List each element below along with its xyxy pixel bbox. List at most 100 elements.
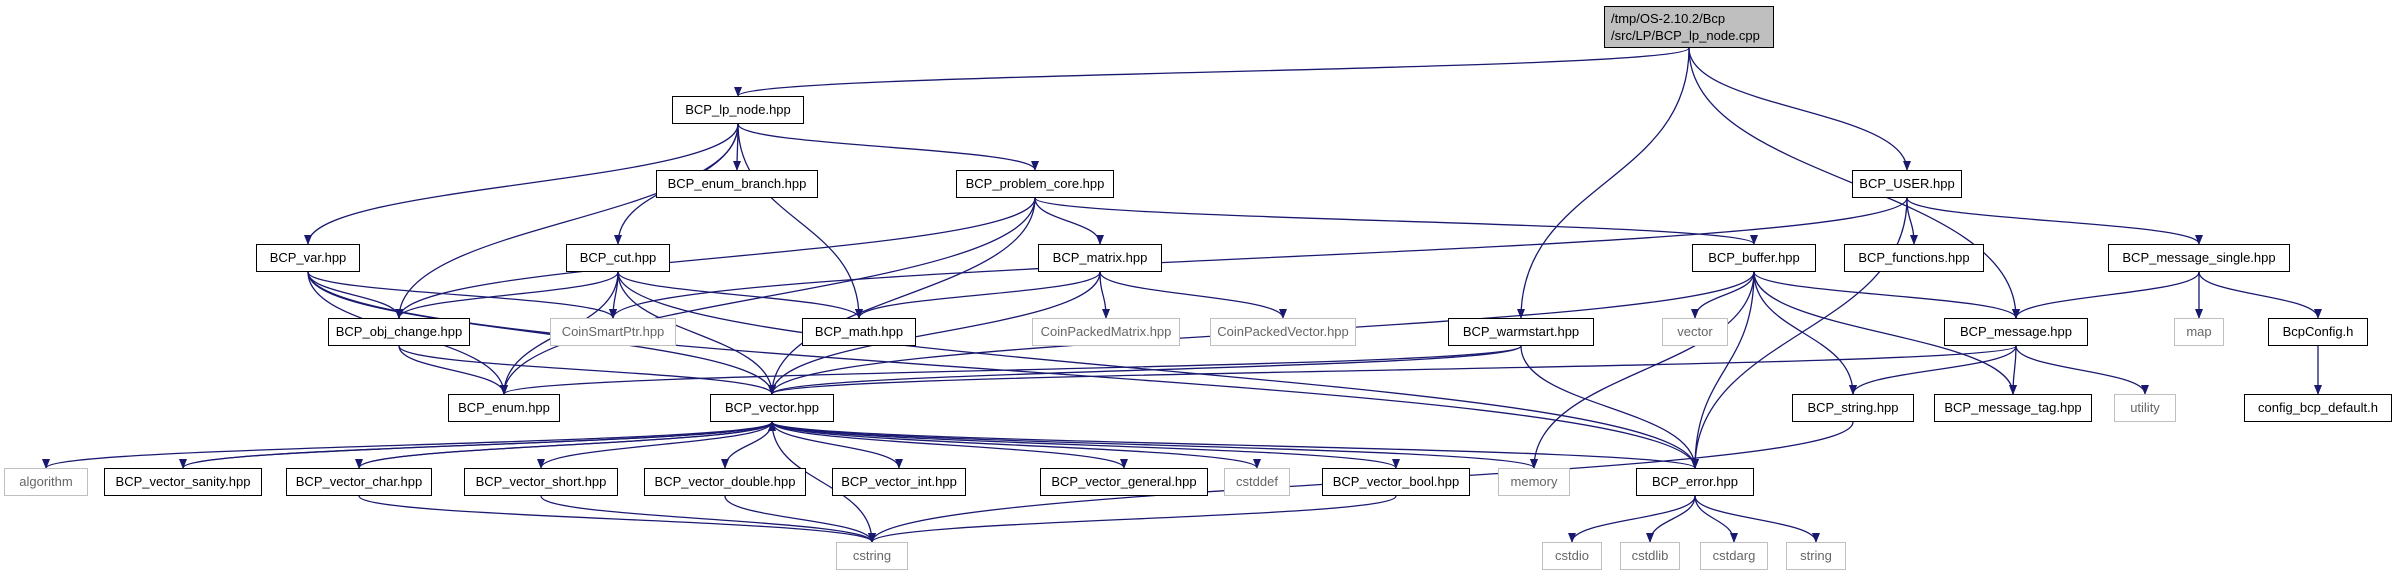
edge-warmstart-to-vector xyxy=(768,345,1522,395)
node-bcp-vector-general-hpp[interactable]: BCP_vector_general.hpp xyxy=(1040,468,1208,496)
edge-vector-to-cstddef xyxy=(771,421,1261,469)
edge-vector-to-vector_bool xyxy=(771,421,1400,469)
node-bcp-error-hpp[interactable]: BCP_error.hpp xyxy=(1636,468,1754,496)
edge-cut-to-obj_change xyxy=(395,271,619,319)
edge-error-to-cstdarg xyxy=(1694,495,1738,543)
edge-root-to-user xyxy=(1688,47,1911,171)
node-bcp-problem-core-hpp[interactable]: BCP_problem_core.hpp xyxy=(956,170,1114,198)
node-bcp-obj-change-hpp[interactable]: BCP_obj_change.hpp xyxy=(328,318,470,346)
node-coin-packed-matrix-hpp[interactable]: CoinPackedMatrix.hpp xyxy=(1032,318,1180,346)
edge-vector_bool-to-cstring xyxy=(868,495,1397,543)
edge-root-to-warmstart xyxy=(1517,47,1690,319)
edge-buffer-to-vector_std xyxy=(1691,271,1755,319)
edge-vector-to-vector_short xyxy=(537,421,773,469)
root-path-line1: /tmp/OS-2.10.2/Bcp xyxy=(1611,11,1726,26)
edge-vector_char-to-cstring xyxy=(358,495,876,543)
node-coin-packed-vector-hpp[interactable]: CoinPackedVector.hpp xyxy=(1210,318,1356,346)
edge-buffer-to-memory xyxy=(1530,271,1755,469)
edge-problem_core-to-buffer xyxy=(1034,197,1758,245)
edge-matrix-to-vector xyxy=(768,271,1101,395)
node-bcp-vector-int-hpp[interactable]: BCP_vector_int.hpp xyxy=(832,468,966,496)
node-bcp-vector-char-hpp[interactable]: BCP_vector_char.hpp xyxy=(286,468,432,496)
edge-problem_core-to-matrix xyxy=(1034,197,1104,245)
node-std-cstdarg[interactable]: cstdarg xyxy=(1700,542,1768,570)
edge-problem_core-to-vector xyxy=(768,197,1036,395)
edge-vector-to-cstring xyxy=(771,421,876,543)
edge-message-to-string xyxy=(1849,345,2017,395)
node-bcp-math-hpp[interactable]: BCP_math.hpp xyxy=(802,318,916,346)
node-bcp-string-hpp[interactable]: BCP_string.hpp xyxy=(1792,394,1914,422)
node-std-cstring[interactable]: cstring xyxy=(836,542,908,570)
node-std-string[interactable]: string xyxy=(1786,542,1846,570)
edge-vector_sanity-to-vector xyxy=(182,421,776,469)
edge-problem_core-to-obj_change xyxy=(395,197,1036,319)
edge-cut-to-vector xyxy=(617,271,776,395)
edge-lp_node-to-var xyxy=(304,123,739,245)
edge-problem_core-to-enum xyxy=(500,197,1036,395)
edge-vector-to-error xyxy=(771,421,1699,469)
node-std-utility[interactable]: utility xyxy=(2114,394,2176,422)
node-bcp-cut-hpp[interactable]: BCP_cut.hpp xyxy=(566,244,670,272)
edge-message-to-vector xyxy=(768,345,2017,395)
edge-user-to-coin_smart_ptr xyxy=(609,197,1908,319)
edge-root-to-lp_node xyxy=(734,47,1690,97)
node-std-algorithm[interactable]: algorithm xyxy=(4,468,88,496)
edge-matrix-to-coin_packed_matrix xyxy=(1099,271,1110,319)
edge-vector-to-algorithm xyxy=(42,421,773,469)
edge-vector-to-vector_general xyxy=(771,421,1128,469)
node-bcp-matrix-hpp[interactable]: BCP_matrix.hpp xyxy=(1038,244,1162,272)
edge-vector_short-to-cstring xyxy=(540,495,876,543)
node-bcp-vector-bool-hpp[interactable]: BCP_vector_bool.hpp xyxy=(1322,468,1470,496)
edge-buffer-to-string xyxy=(1753,271,1857,395)
node-bcp-warmstart-hpp[interactable]: BCP_warmstart.hpp xyxy=(1448,318,1594,346)
edge-error-to-cstdlib xyxy=(1646,495,1696,543)
node-config-bcp-default-h[interactable]: config_bcp_default.h xyxy=(2244,394,2392,422)
node-bcp-user-hpp[interactable]: BCP_USER.hpp xyxy=(1852,170,1962,198)
node-std-map[interactable]: map xyxy=(2174,318,2224,346)
edge-lp_node-to-math xyxy=(737,123,863,319)
edge-message_single-to-bcp_config xyxy=(2198,271,2322,319)
edge-obj_change-to-vector xyxy=(398,345,776,395)
node-bcp-lp-node-hpp[interactable]: BCP_lp_node.hpp xyxy=(672,96,804,124)
edge-message-to-utility xyxy=(2015,345,2149,395)
edge-user-to-functions xyxy=(1906,197,1918,245)
edge-user-to-message_single xyxy=(1906,197,2203,245)
node-coin-smart-ptr-hpp[interactable]: CoinSmartPtr.hpp xyxy=(550,318,676,346)
edge-matrix-to-coin_packed_vector xyxy=(1099,271,1287,319)
edge-vector-to-vector_int xyxy=(771,421,903,469)
node-std-cstddef[interactable]: cstddef xyxy=(1224,468,1290,496)
node-std-cstdlib[interactable]: cstdlib xyxy=(1620,542,1680,570)
edge-obj_change-to-enum xyxy=(398,345,508,395)
node-bcp-vector-short-hpp[interactable]: BCP_vector_short.hpp xyxy=(464,468,618,496)
node-bcpconfig-h[interactable]: BcpConfig.h xyxy=(2268,318,2368,346)
edge-vector_double-to-cstring xyxy=(724,495,876,543)
edge-vector-to-memory xyxy=(771,421,1538,469)
root-source-file-node[interactable]: /tmp/OS-2.10.2/Bcp /src/LP/BCP_lp_node.c… xyxy=(1604,6,1774,48)
node-std-vector[interactable]: vector xyxy=(1662,318,1728,346)
edge-buffer-to-error xyxy=(1691,271,1755,469)
node-bcp-functions-hpp[interactable]: BCP_functions.hpp xyxy=(1844,244,1984,272)
edge-var-to-obj_change xyxy=(307,271,403,319)
node-bcp-message-hpp[interactable]: BCP_message.hpp xyxy=(1944,318,2088,346)
node-bcp-vector-sanity-hpp[interactable]: BCP_vector_sanity.hpp xyxy=(104,468,262,496)
node-bcp-vector-double-hpp[interactable]: BCP_vector_double.hpp xyxy=(644,468,806,496)
node-bcp-message-tag-hpp[interactable]: BCP_message_tag.hpp xyxy=(1934,394,2092,422)
node-bcp-enum-hpp[interactable]: BCP_enum.hpp xyxy=(448,394,560,422)
edge-error-to-cstdio xyxy=(1568,495,1696,543)
edge-message-to-message_tag xyxy=(2009,345,2018,395)
edge-lp_node-to-obj_change xyxy=(395,123,739,319)
node-std-cstdio[interactable]: cstdio xyxy=(1542,542,1602,570)
node-bcp-buffer-hpp[interactable]: BCP_buffer.hpp xyxy=(1692,244,1816,272)
edge-error-to-string_std xyxy=(1694,495,1820,543)
edge-buffer-to-message xyxy=(1753,271,2020,319)
node-bcp-enum-branch-hpp[interactable]: BCP_enum_branch.hpp xyxy=(656,170,818,198)
edge-vector_char-to-vector xyxy=(358,421,776,469)
node-std-memory[interactable]: memory xyxy=(1498,468,1570,496)
edge-warmstart-to-enum xyxy=(500,345,1522,395)
node-bcp-message-single-hpp[interactable]: BCP_message_single.hpp xyxy=(2108,244,2290,272)
node-bcp-vector-hpp[interactable]: BCP_vector.hpp xyxy=(710,394,834,422)
edge-matrix-to-math xyxy=(855,271,1101,319)
node-bcp-var-hpp[interactable]: BCP_var.hpp xyxy=(256,244,360,272)
edge-buffer-to-message_tag xyxy=(1753,271,2017,395)
